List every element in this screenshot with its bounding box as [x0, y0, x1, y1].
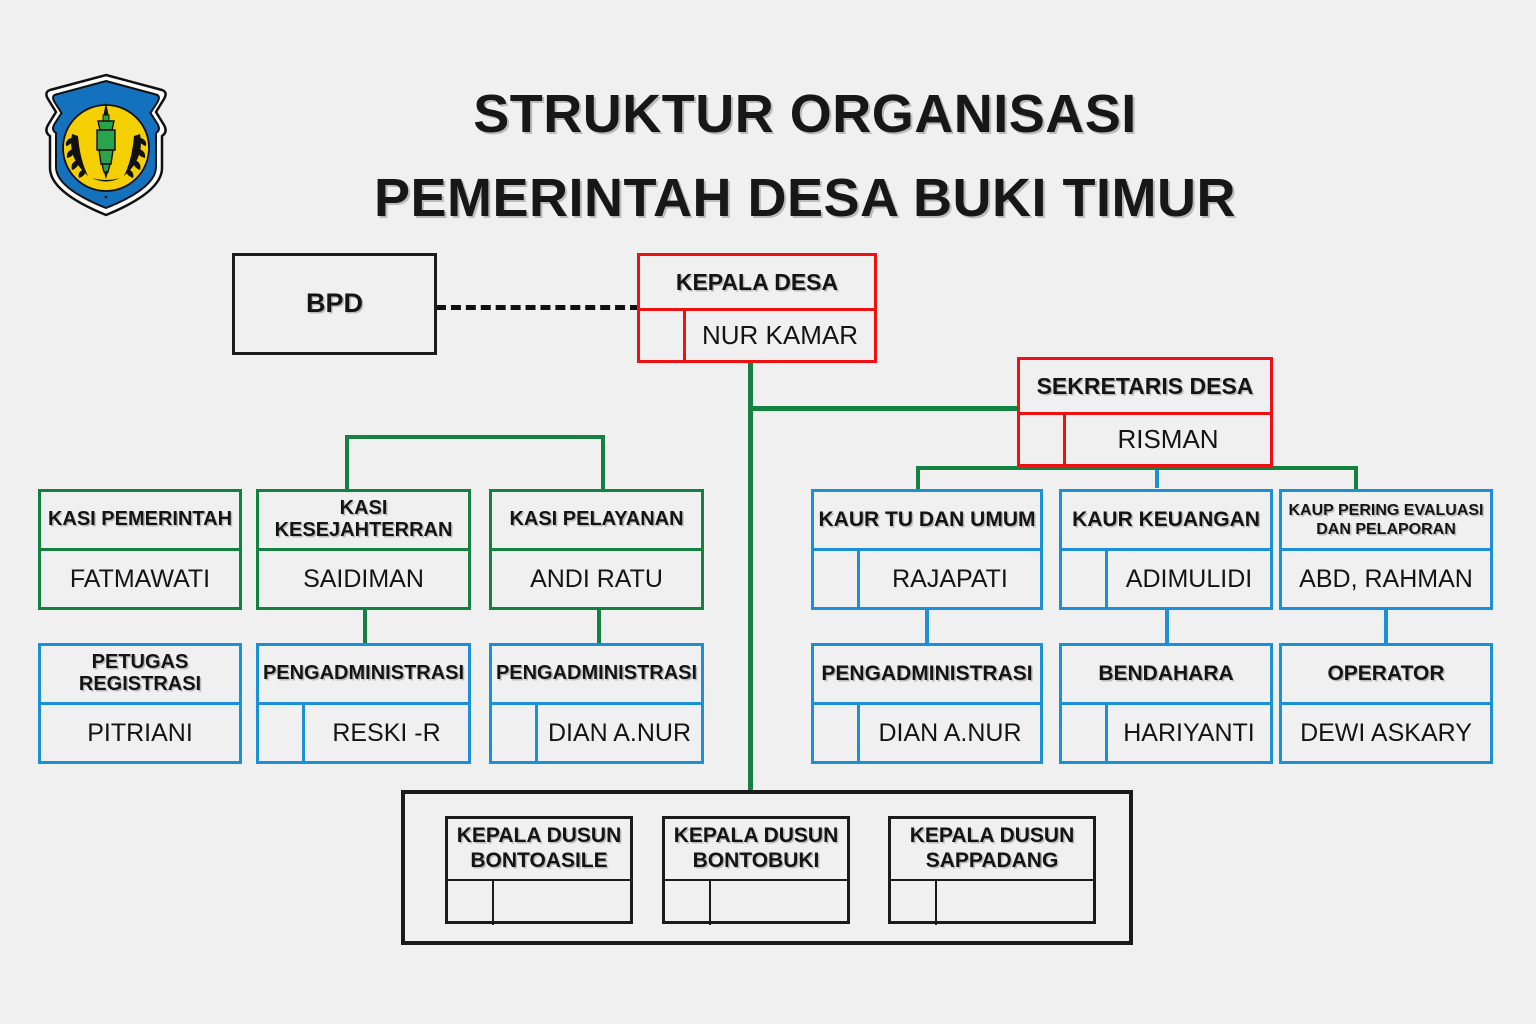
title-line-2: PEMERINTAH DESA BUKI TIMUR — [374, 168, 1236, 228]
node-kaup-role-line-1: KAUP PERING EVALUASI — [1288, 502, 1484, 520]
node-kepala-desa-empty-cell — [640, 311, 686, 360]
connector-kesejahteraan-to-pengadministrasi — [363, 610, 367, 644]
node-kasi-kesejahteraan[interactable]: KASI KESEJAHTERRAN SAIDIMAN — [256, 489, 471, 610]
node-sekretaris-desa-name: RISMAN — [1117, 424, 1219, 454]
connector-right-bracket-drop-2 — [1354, 466, 1358, 492]
node-kaur-keuangan-empty-cell — [1062, 551, 1108, 607]
node-kaur-tu-dan-umum-empty-cell — [814, 551, 860, 607]
node-bendahara[interactable]: BENDAHARA HARIYANTI — [1059, 643, 1273, 764]
node-kasi-pemerintah-name: FATMAWATI — [69, 564, 211, 593]
node-kasi-pelayanan-name: ANDI RATU — [530, 564, 663, 593]
node-kasi-kesejahteraan-name: SAIDIMAN — [303, 564, 424, 593]
connector-bpd-kepaladesa — [436, 305, 640, 310]
node-bendahara-role: BENDAHARA — [1098, 661, 1234, 685]
node-dusun-bontobuki[interactable]: KEPALA DUSUN BONTOBUKI — [662, 816, 850, 925]
node-kasi-pemerintah-role: KASI PEMERINTAH — [47, 508, 233, 531]
connector-kaurtu-to-pengadministrasi — [925, 610, 929, 644]
node-dusun-sappadang-name — [937, 881, 1093, 925]
node-kaur-keuangan[interactable]: KAUR KEUANGAN ADIMULIDI — [1059, 489, 1273, 610]
connector-left-bracket-drop-2 — [601, 435, 605, 491]
node-kepala-desa-role: KEPALA DESA — [675, 268, 839, 295]
node-pengadministrasi-2-role: PENGADMINISTRASI — [495, 662, 698, 685]
node-operator-name: DEWI ASKARY — [1300, 718, 1472, 747]
node-dusun-bontobuki-line-2: BONTOBUKI — [692, 849, 820, 872]
connector-right-bracket-drop-1 — [916, 466, 920, 492]
connector-kaup-to-operator — [1384, 610, 1388, 644]
connector-left-bracket-horizontal — [345, 435, 605, 439]
node-kepala-desa-name: NUR KAMAR — [701, 320, 858, 350]
node-dusun-bontoasile[interactable]: KEPALA DUSUN BONTOASILE — [445, 816, 633, 925]
node-kasi-pelayanan-role: KASI PELAYANAN — [509, 508, 684, 531]
connector-right-bracket-horizontal — [916, 466, 1358, 470]
node-kaup-pering-evaluasi[interactable]: KAUP PERING EVALUASI DAN PELAPORAN ABD, … — [1279, 489, 1493, 610]
kepala-dusun-group: KEPALA DUSUN BONTOASILE KEPALA DUSUN BON… — [401, 790, 1133, 945]
node-pengadministrasi-2[interactable]: PENGADMINISTRASI DIAN A.NUR — [489, 643, 704, 764]
node-dusun-bontoasile-empty-cell — [448, 881, 494, 925]
node-kaur-tu-dan-umum-name: RAJAPATI — [892, 564, 1008, 593]
node-pengadministrasi-1-empty-cell — [259, 705, 305, 761]
node-dusun-bontoasile-name — [494, 881, 630, 925]
kabupaten-emblem-logo — [42, 72, 170, 218]
node-petugas-registrasi-name: PITRIANI — [87, 718, 193, 747]
connector-left-bracket-drop-1 — [345, 435, 349, 491]
node-pengadministrasi-3-role: PENGADMINISTRASI — [821, 661, 1033, 685]
node-dusun-bontoasile-role: KEPALA DUSUN BONTOASILE — [448, 819, 630, 879]
node-kaup-pering-evaluasi-name: ABD, RAHMAN — [1299, 564, 1473, 593]
node-operator-role: OPERATOR — [1327, 661, 1445, 685]
node-kaup-role-line-2: DAN PELAPORAN — [1316, 520, 1456, 538]
node-pengadministrasi-3-name: DIAN A.NUR — [878, 718, 1022, 747]
node-sekretaris-desa-role: SEKRETARIS DESA — [1036, 372, 1254, 399]
node-dusun-bontobuki-role: KEPALA DUSUN BONTOBUKI — [665, 819, 847, 879]
connector-sekretaris-stem — [1155, 464, 1159, 488]
title-line-1: STRUKTUR ORGANISASI — [473, 84, 1137, 144]
node-pengadministrasi-1-name: RESKI -R — [332, 718, 441, 747]
node-kaur-tu-dan-umum[interactable]: KAUR TU DAN UMUM RAJAPATI — [811, 489, 1043, 610]
node-bendahara-name: HARIYANTI — [1123, 718, 1255, 747]
node-bendahara-empty-cell — [1062, 705, 1108, 761]
node-kaur-keuangan-role: KAUR KEUANGAN — [1072, 507, 1260, 531]
node-kaur-keuangan-name: ADIMULIDI — [1125, 564, 1253, 593]
connector-pelayanan-to-pengadministrasi — [597, 610, 601, 644]
node-pengadministrasi-3[interactable]: PENGADMINISTRASI DIAN A.NUR — [811, 643, 1043, 764]
connector-kaurkeuangan-to-bendahara — [1165, 610, 1169, 644]
connector-kepaladesa-trunk — [748, 362, 753, 792]
node-kaur-tu-dan-umum-role: KAUR TU DAN UMUM — [818, 507, 1036, 531]
node-dusun-bontobuki-empty-cell — [665, 881, 711, 925]
node-kasi-pemerintah[interactable]: KASI PEMERINTAH FATMAWATI — [38, 489, 242, 610]
node-dusun-bontobuki-line-1: KEPALA DUSUN — [673, 824, 839, 848]
node-petugas-registrasi[interactable]: PETUGAS REGISTRASI PITRIANI — [38, 643, 242, 764]
node-dusun-sappadang-line-1: KEPALA DUSUN — [909, 824, 1075, 848]
node-dusun-bontoasile-line-1: KEPALA DUSUN — [456, 824, 622, 848]
node-dusun-sappadang-empty-cell — [891, 881, 937, 925]
node-bpd-role: BPD — [305, 288, 363, 319]
node-petugas-registrasi-role: PETUGAS REGISTRASI — [78, 651, 202, 695]
node-pengadministrasi-2-name: DIAN A.NUR — [547, 718, 692, 747]
node-kasi-pelayanan[interactable]: KASI PELAYANAN ANDI RATU — [489, 489, 704, 610]
node-dusun-bontobuki-name — [711, 881, 847, 925]
node-pengadministrasi-3-empty-cell — [814, 705, 860, 761]
node-sekretaris-desa-empty-cell — [1020, 415, 1066, 464]
node-kepala-desa[interactable]: KEPALA DESA NUR KAMAR — [637, 253, 877, 363]
node-dusun-sappadang-line-2: SAPPADANG — [925, 849, 1059, 872]
node-sekretaris-desa[interactable]: SEKRETARIS DESA RISMAN — [1017, 357, 1273, 467]
page-title: STRUKTUR ORGANISASI PEMERINTAH DESA BUKI… — [330, 72, 1280, 240]
node-operator[interactable]: OPERATOR DEWI ASKARY — [1279, 643, 1493, 764]
node-pengadministrasi-1-role: PENGADMINISTRASI — [262, 662, 465, 685]
node-pengadministrasi-1[interactable]: PENGADMINISTRASI RESKI -R — [256, 643, 471, 764]
node-dusun-bontoasile-line-2: BONTOASILE — [470, 849, 608, 872]
node-dusun-sappadang-role: KEPALA DUSUN SAPPADANG — [891, 819, 1093, 879]
node-pengadministrasi-2-empty-cell — [492, 705, 538, 761]
node-bpd[interactable]: BPD — [232, 253, 437, 355]
node-kaup-pering-evaluasi-role: KAUP PERING EVALUASI DAN PELAPORAN — [1282, 492, 1490, 548]
node-dusun-sappadang[interactable]: KEPALA DUSUN SAPPADANG — [888, 816, 1096, 925]
node-kasi-kesejahteraan-role: KASI KESEJAHTERRAN — [274, 497, 453, 541]
connector-kepaladesa-sekretaris — [748, 406, 1020, 411]
